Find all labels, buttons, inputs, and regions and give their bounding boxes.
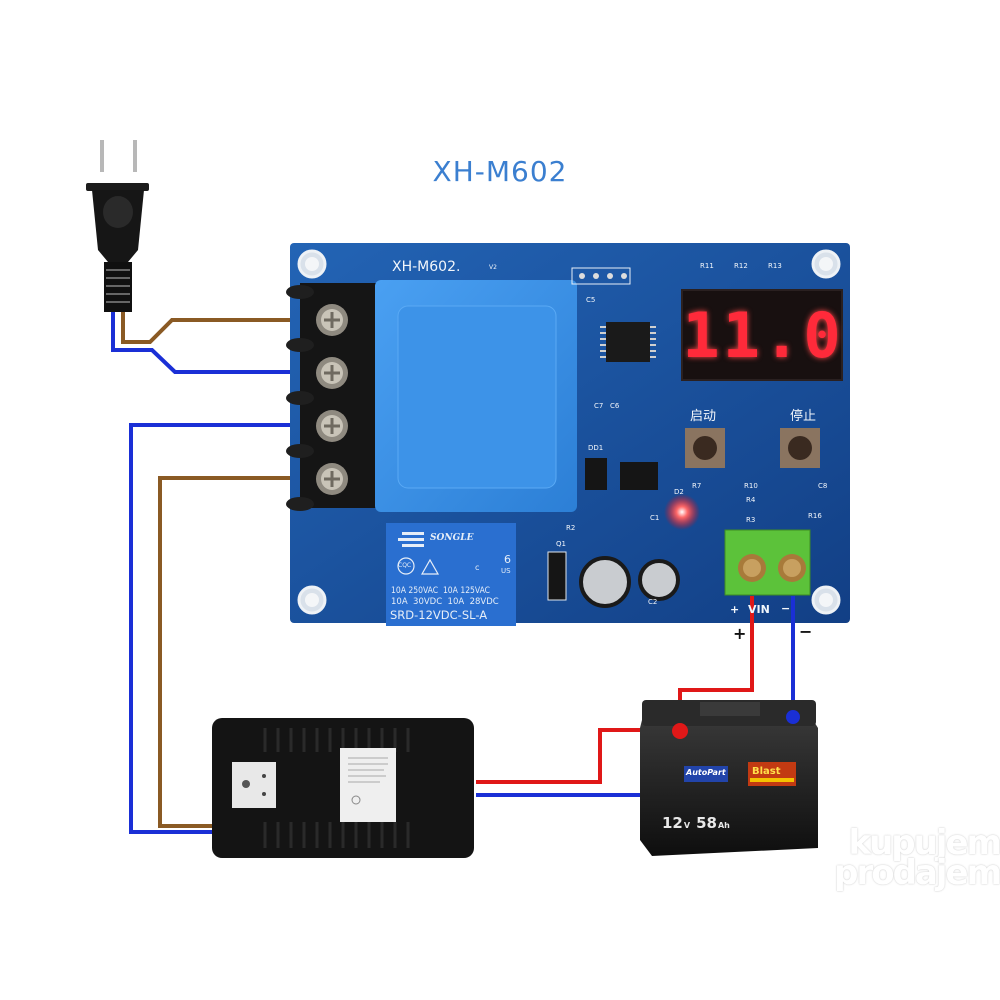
power-plug	[86, 140, 149, 312]
positive-polarity-mark: +	[733, 624, 747, 643]
relay-model: SRD-12VDC-SL-A	[390, 608, 488, 622]
label-r10: R10	[744, 482, 758, 490]
wire-blue-ac-out	[129, 423, 292, 834]
vin-label: VIN	[748, 603, 770, 616]
stop-label: 停止	[790, 409, 817, 424]
relay-ul-us: US	[501, 567, 511, 575]
battery-negative-terminal	[786, 710, 800, 724]
battery-capacity: 58	[696, 814, 717, 832]
charger-label-sticker	[340, 748, 396, 822]
relay-ul-c: c	[475, 563, 480, 572]
pcb-silk-model: XH-M602.	[392, 259, 461, 275]
relay-rating-ac: 10A 250VAC 10A 125VAC	[391, 586, 491, 596]
battery-voltage: 12	[662, 814, 683, 832]
label-r4: R4	[746, 496, 756, 504]
led-d2	[664, 494, 700, 530]
relay-cqc-mark: CQC	[398, 562, 412, 569]
battery-positive-terminal	[672, 723, 688, 739]
mounting-holes	[297, 249, 841, 615]
label-r13: R13	[768, 262, 782, 270]
voltage-regulator	[620, 462, 658, 490]
watermark: kupujem prodajem	[830, 823, 1000, 893]
voltage-display-readout: 11.0	[682, 298, 844, 372]
wire-blue-neutral-in	[111, 312, 292, 374]
label-r11: R11	[700, 262, 714, 270]
label-r16: R16	[808, 512, 822, 520]
label-c1: C1	[650, 514, 660, 522]
header-pins	[571, 267, 631, 285]
relay	[386, 523, 516, 626]
start-label: 启动	[690, 409, 717, 424]
wire-brown-ac-out	[158, 476, 292, 828]
relay-ul-number: 6	[504, 553, 511, 566]
seven-segment-display	[681, 289, 843, 381]
battery-brand-logo	[684, 766, 728, 782]
diagram-title: XH-M602	[432, 155, 568, 188]
terminal-screws	[316, 304, 348, 495]
relay-rating-dc: 10A 30VDC 10A 28VDC	[391, 597, 499, 607]
label-r12: R12	[734, 262, 748, 270]
songle-logo	[398, 532, 424, 547]
battery-voltage-unit: V	[683, 821, 691, 830]
charger-indicator-panel	[232, 762, 276, 808]
label-r2: R2	[566, 524, 576, 532]
label-dd1: DD1	[588, 444, 604, 452]
capacitor-c1	[579, 556, 631, 608]
battery-capacity-unit: Ah	[717, 821, 730, 830]
vin-plus-label: +	[730, 603, 740, 616]
battery-rating: 12 V 58 Ah	[662, 814, 730, 832]
capacitor-c2	[638, 559, 680, 601]
pcb-silk-version: V2	[489, 264, 497, 271]
watermark-line-1: kupujem	[848, 823, 1000, 863]
diode-dd1	[585, 458, 607, 490]
label-c6: C6	[610, 402, 620, 410]
label-c5: C5	[586, 296, 596, 304]
ac-terminal-block	[286, 283, 378, 511]
label-r7: R7	[692, 482, 702, 490]
plug-prong	[133, 140, 137, 172]
negative-polarity-mark: −	[799, 622, 813, 641]
label-c2: C2	[648, 598, 658, 606]
pcb-board	[286, 243, 850, 626]
watermark-line-2: prodajem	[834, 853, 1000, 893]
car-battery	[640, 700, 818, 856]
ic-chip	[600, 322, 656, 362]
label-r3: R3	[746, 516, 756, 524]
vin-minus-label: −	[781, 602, 791, 615]
vin-terminal-block	[724, 529, 811, 596]
stop-button[interactable]	[780, 428, 820, 468]
label-q1: Q1	[556, 540, 566, 548]
wire-brown-live-in	[121, 312, 292, 344]
plug-prong	[100, 140, 104, 172]
battery-brand: AutoPart	[686, 768, 726, 777]
label-c8: C8	[818, 482, 828, 490]
battery-badge-text: Blast	[752, 766, 781, 777]
relay-brand: SONGLE	[430, 533, 474, 543]
start-button[interactable]	[685, 428, 725, 468]
label-c7: C7	[594, 402, 604, 410]
label-d2: D2	[674, 488, 684, 496]
ac-wires	[111, 312, 292, 834]
transformer	[375, 280, 577, 512]
transistor-q1	[547, 551, 567, 601]
charger-adapter	[212, 718, 474, 858]
